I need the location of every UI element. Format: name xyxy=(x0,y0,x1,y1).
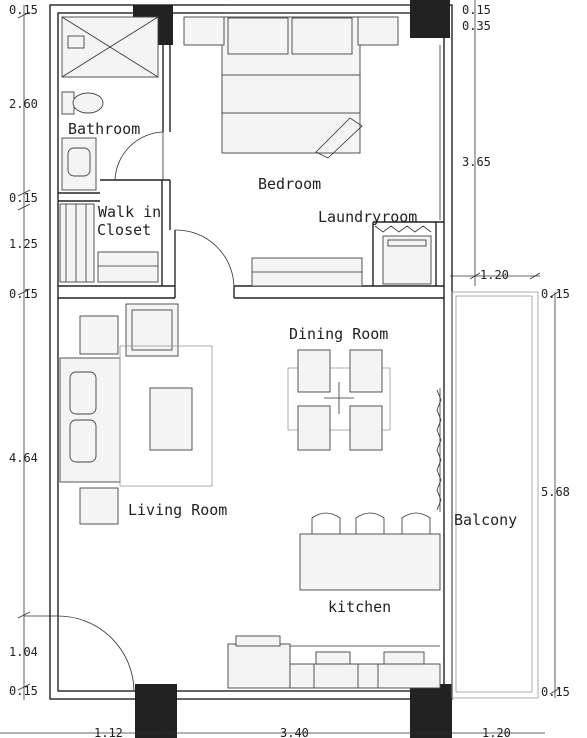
column-bottom-left xyxy=(135,684,177,738)
balcony-sliding-door xyxy=(436,388,445,512)
dim-left-0-15-top: 0.15 xyxy=(9,3,38,17)
side-table-bottom xyxy=(79,487,119,525)
dim-balcony-0-15-top: 0.15 xyxy=(541,287,570,301)
dim-top-right-0-35: 0.35 xyxy=(462,19,491,33)
shower xyxy=(61,16,159,78)
top-windows xyxy=(225,4,410,14)
sofa xyxy=(59,357,121,483)
balcony-outline xyxy=(451,291,539,699)
label-walk-in-closet-2: Closet xyxy=(97,221,151,239)
column-bottom-right xyxy=(410,684,452,738)
dim-bottom-0-45: 0.45 xyxy=(414,726,443,738)
dim-top-right-0-15: 0.15 xyxy=(462,3,491,17)
closet-shelves xyxy=(59,203,159,283)
dim-left-0-15-living: 0.15 xyxy=(9,287,38,301)
label-dining-room: Dining Room xyxy=(289,325,388,343)
label-bedroom: Bedroom xyxy=(258,175,321,193)
label-living-room: Living Room xyxy=(128,501,227,519)
tv-cabinet xyxy=(251,257,363,287)
label-laundry-room: Laundryroom xyxy=(318,208,417,226)
sink xyxy=(61,137,97,191)
dim-left-4-64: 4.64 xyxy=(9,451,38,465)
dim-left-2-60: 2.60 xyxy=(9,97,38,111)
dim-bottom-0-60: 0.60 xyxy=(140,726,169,738)
doors xyxy=(57,131,235,692)
column-top-right xyxy=(410,0,450,38)
toilet xyxy=(61,91,104,115)
dim-balcony-5-68: 5.68 xyxy=(541,485,570,499)
bed xyxy=(221,16,363,159)
side-table-top xyxy=(79,315,119,355)
dim-laundry-1-20: 1.20 xyxy=(480,268,509,282)
armchair-top xyxy=(125,303,179,357)
dim-balcony-0-15-bottom: 0.15 xyxy=(541,685,570,699)
nightstand-left xyxy=(183,16,225,46)
left-dimension-line xyxy=(17,5,58,700)
dining-table xyxy=(287,367,391,431)
dim-bottom-1-12: 1.12 xyxy=(94,726,123,738)
label-kitchen: kitchen xyxy=(328,598,391,616)
dim-bottom-1-20: 1.20 xyxy=(482,726,511,738)
kitchen-island xyxy=(299,533,441,591)
label-balcony: Balcony xyxy=(454,511,517,529)
dim-left-1-25: 1.25 xyxy=(9,237,38,251)
right-dimension-lines xyxy=(450,0,561,698)
label-bathroom: Bathroom xyxy=(68,120,140,138)
dining-chairs xyxy=(297,349,383,451)
interior-walls xyxy=(58,13,444,299)
kitchen-counter xyxy=(227,635,441,689)
dim-left-1-04: 1.04 xyxy=(9,645,38,659)
rug xyxy=(119,345,213,487)
nightstand-right xyxy=(357,16,399,46)
dim-bottom-3-40: 3.40 xyxy=(280,726,309,738)
washer xyxy=(374,225,432,285)
coffee-table xyxy=(149,387,193,451)
dim-bedroom-3-65: 3.65 xyxy=(462,155,491,169)
dim-left-0-15-mid: 0.15 xyxy=(9,191,38,205)
bar-stools xyxy=(311,512,431,534)
label-walk-in-closet-1: Walk in xyxy=(98,203,161,221)
dim-left-0-15-bottom: 0.15 xyxy=(9,684,38,698)
